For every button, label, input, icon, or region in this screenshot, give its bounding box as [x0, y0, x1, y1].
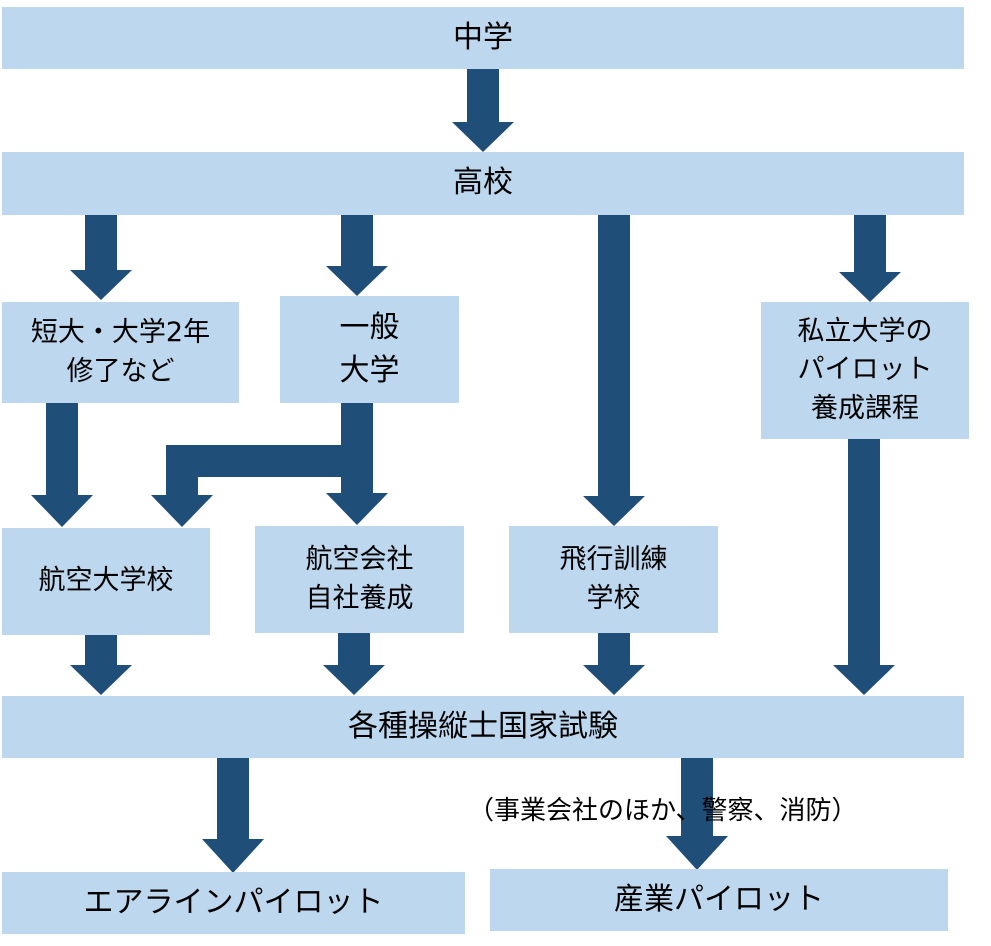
node-label: 産業パイロット [614, 881, 824, 917]
node-label: パイロット [797, 354, 933, 386]
arrow-junior-high-to-high-school [452, 67, 514, 152]
arrow-national-exam-to-airline-pilot [202, 758, 264, 873]
arrow-general-university-to-airline-in-house [326, 403, 388, 525]
node-label: 学校 [586, 582, 641, 614]
node-flight-school: 飛行訓練 学校 [509, 526, 718, 633]
node-label: 航空会社 [305, 544, 414, 576]
arrow-general-university-to-civil-aviation-college [151, 445, 213, 527]
node-label: 自社養成 [305, 582, 414, 614]
node-general-university: 一般 大学 [280, 296, 459, 403]
node-label: 私立大学の [797, 316, 933, 347]
node-label: 高校 [453, 165, 513, 201]
arrow-junior-college-to-civil-aviation-college [31, 403, 93, 527]
node-label: 一般 [339, 309, 400, 345]
arrow-branch-connector [168, 445, 372, 477]
node-airline-in-house-training: 航空会社 自社養成 [255, 526, 464, 633]
node-label: 養成課程 [811, 392, 919, 424]
node-label: 航空大学校 [38, 565, 174, 597]
node-private-university: 私立大学の パイロット 養成課程 [761, 302, 969, 439]
node-industrial-pilot: 産業パイロット [490, 869, 948, 931]
industrial-pilot-note: （事業会社のほか、警察、消防） [468, 796, 858, 826]
arrow-high-school-to-junior-college [70, 215, 132, 300]
arrow-national-exam-to-industrial-pilot [666, 758, 728, 870]
arrow-airline-in-house-to-national-exam [323, 633, 385, 695]
arrow-flight-school-to-national-exam [583, 633, 645, 695]
node-label: 大学 [339, 352, 400, 388]
arrow-high-school-to-flight-school [583, 215, 645, 526]
node-airline-pilot: エアラインパイロット [2, 872, 465, 934]
node-civil-aviation-college: 航空大学校 [2, 528, 210, 635]
node-label: 各種操縦士国家試験 [348, 708, 618, 744]
node-label: 飛行訓練 [559, 544, 668, 576]
node-label: 中学 [453, 19, 513, 55]
arrow-high-school-to-private-university [839, 211, 901, 302]
node-label: 短大・大学2年 [30, 317, 211, 349]
node-label: 修了など [66, 355, 175, 387]
node-label: エアラインパイロット [83, 884, 384, 920]
arrow-civil-aviation-college-to-national-exam [70, 635, 132, 695]
node-junior-high: 中学 [2, 7, 964, 69]
node-national-exam: 各種操縦士国家試験 [2, 696, 964, 758]
node-high-school: 高校 [2, 152, 964, 215]
node-junior-college: 短大・大学2年 修了など [2, 302, 239, 403]
arrow-private-university-to-national-exam [833, 439, 895, 695]
arrow-high-school-to-general-university [326, 215, 388, 296]
